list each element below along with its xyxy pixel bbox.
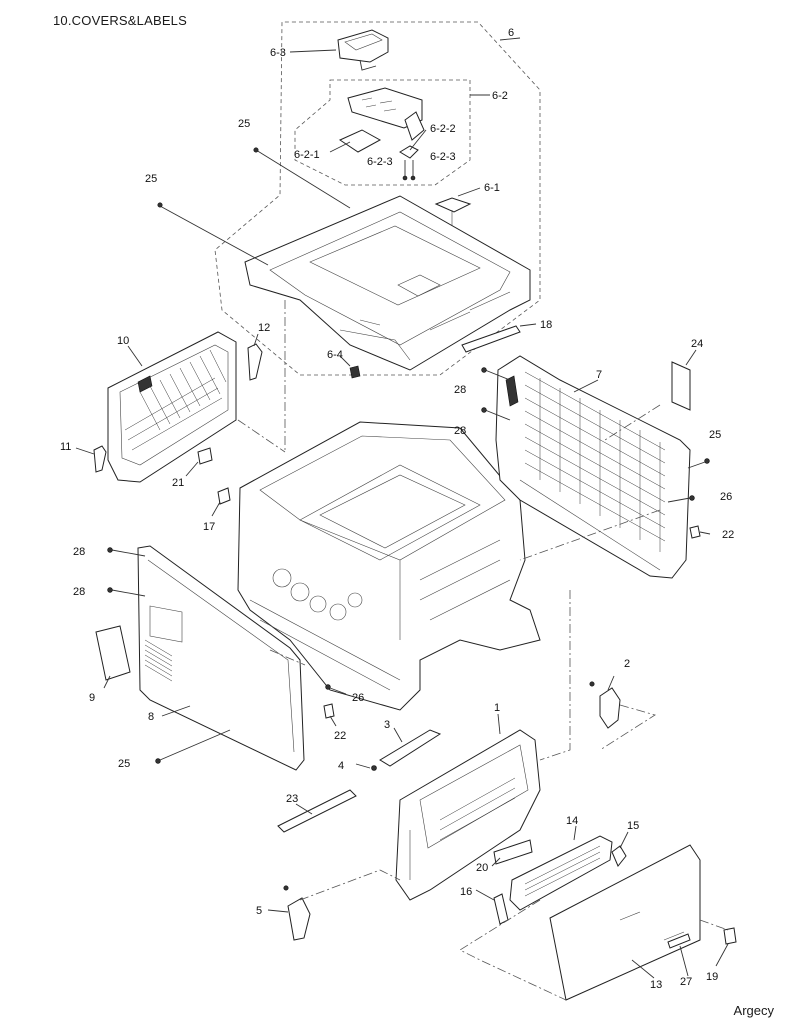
callout-14: 14 xyxy=(566,815,578,827)
callout-3: 3 xyxy=(384,719,390,731)
callout-28: 28 xyxy=(73,586,85,598)
screw-5 xyxy=(283,885,289,891)
part-22-label-right xyxy=(689,525,701,539)
screws-6-2-3 xyxy=(402,160,416,181)
guide-2 xyxy=(539,590,656,761)
part-23-label xyxy=(277,789,357,833)
part-9-cover xyxy=(95,625,131,681)
callout-18: 18 xyxy=(540,319,552,331)
guide-5 xyxy=(299,869,401,901)
callout-leaders xyxy=(75,37,729,979)
callout-6-4: 6-4 xyxy=(327,349,343,361)
part-6-2-bracket xyxy=(347,87,425,141)
part-11-hinge xyxy=(93,445,107,473)
callout-6-1: 6-1 xyxy=(484,182,500,194)
callout-6-2-3: 6-2-3 xyxy=(430,151,456,163)
callout-1: 1 xyxy=(494,702,500,714)
spring-4 xyxy=(371,765,377,771)
callout-25: 25 xyxy=(145,173,157,185)
part-3-bracket xyxy=(379,729,442,767)
part-12-hinge xyxy=(247,343,263,381)
part-10-rear-cover xyxy=(107,331,237,483)
callout-16: 16 xyxy=(460,886,472,898)
callout-25: 25 xyxy=(709,429,721,441)
callout-6-2-2: 6-2-2 xyxy=(430,123,456,135)
callout-10: 10 xyxy=(117,335,129,347)
part-27-label xyxy=(667,933,691,949)
callout-6-3: 6-3 xyxy=(270,47,286,59)
guide-front xyxy=(459,899,729,1001)
callout-19: 19 xyxy=(706,971,718,983)
part-5-bracket xyxy=(287,897,311,941)
part-7-right-cover xyxy=(495,355,691,579)
part-18-label xyxy=(461,325,521,353)
callout-8: 8 xyxy=(148,711,154,723)
part-17-clip xyxy=(217,487,231,505)
callout-28: 28 xyxy=(73,546,85,558)
callout-24: 24 xyxy=(691,338,703,350)
part-15-hinge xyxy=(611,845,627,867)
callout-22: 22 xyxy=(334,730,346,742)
callout-15: 15 xyxy=(627,820,639,832)
callout-6-2-3: 6-2-3 xyxy=(367,156,393,168)
diagram-title: 10.COVERS&LABELS xyxy=(53,13,187,28)
callout-4: 4 xyxy=(338,760,344,772)
callout-13: 13 xyxy=(650,979,662,991)
callout-5: 5 xyxy=(256,905,262,917)
callout-28: 28 xyxy=(454,425,466,437)
callout-23: 23 xyxy=(286,793,298,805)
callout-6-2: 6-2 xyxy=(492,90,508,102)
part-19-label xyxy=(723,927,737,945)
callout-9: 9 xyxy=(89,692,95,704)
screws-25-top xyxy=(157,147,351,266)
callout-12: 12 xyxy=(258,322,270,334)
callout-6: 6 xyxy=(508,27,514,39)
callout-7: 7 xyxy=(596,369,602,381)
part-13-front-door xyxy=(549,844,701,1001)
watermark-text: Argecy xyxy=(733,1003,774,1018)
part-6-4-clip xyxy=(349,365,361,379)
top-cover-body xyxy=(244,195,531,371)
callout-26: 26 xyxy=(352,692,364,704)
part-6-3-bracket xyxy=(337,29,389,71)
callout-20: 20 xyxy=(476,862,488,874)
callout-11: 11 xyxy=(60,441,71,453)
part-21-label xyxy=(197,447,213,465)
main-chassis xyxy=(237,421,541,711)
part-16-hinge xyxy=(493,893,509,925)
part-24-label xyxy=(671,361,691,411)
screw-2 xyxy=(589,681,595,687)
callout-25: 25 xyxy=(118,758,130,770)
callout-25: 25 xyxy=(238,118,250,130)
part-6-1-label xyxy=(434,197,472,213)
group-6-boundary xyxy=(214,21,541,376)
part-2-bracket xyxy=(599,687,621,729)
callout-27: 27 xyxy=(680,976,692,988)
callout-28: 28 xyxy=(454,384,466,396)
callout-17: 17 xyxy=(203,521,215,533)
callout-26: 26 xyxy=(720,491,732,503)
screws-right xyxy=(481,367,710,503)
callout-21: 21 xyxy=(172,477,184,489)
part-6-2-1-plate xyxy=(338,129,382,153)
group-6-2-boundary xyxy=(294,79,471,186)
part-22-label-left xyxy=(323,703,335,719)
part-14-tray xyxy=(509,835,613,911)
part-20-label xyxy=(493,839,533,865)
part-6-2-2-clip xyxy=(399,145,419,159)
screws-left xyxy=(107,547,347,764)
part-1-front-cover xyxy=(395,729,541,901)
callout-labels: 6 6-3 6-2 6-2-2 6-2-1 6-2-3 6-2-3 6-1 6-… xyxy=(60,27,734,991)
part-8-left-cover xyxy=(137,545,305,771)
callout-2: 2 xyxy=(624,658,630,670)
callout-22: 22 xyxy=(722,529,734,541)
callout-6-2-1: 6-2-1 xyxy=(294,149,320,161)
